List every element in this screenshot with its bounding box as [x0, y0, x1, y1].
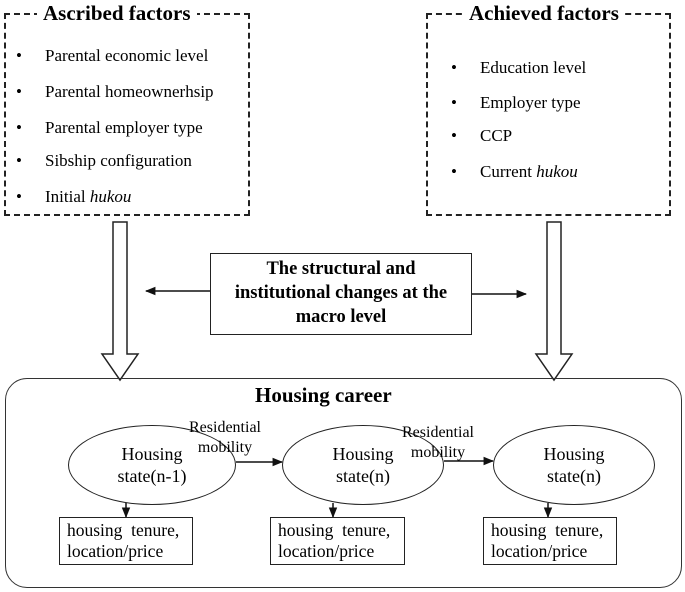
bullet: •	[451, 162, 457, 181]
factor-text: Sibship configuration	[45, 151, 192, 170]
housing-attribute-box: housing tenure, location/price	[270, 517, 405, 565]
attr-line-2: location/price	[491, 541, 588, 561]
macro-changes-box: The structural and institutional changes…	[210, 253, 472, 335]
mobility-line-2: mobility	[410, 444, 466, 461]
bullet: •	[451, 58, 457, 77]
bullet: •	[451, 126, 457, 145]
factor-italic: hukou	[536, 162, 578, 181]
mobility-label: Residential mobility	[395, 423, 481, 463]
housing-career-container	[5, 378, 682, 588]
factor-text: Education level	[480, 58, 587, 77]
bullet: •	[16, 151, 22, 170]
state-line-2: state(n)	[336, 466, 390, 486]
macro-line-1: The structural and	[266, 259, 416, 279]
mobility-line-1: Residential	[189, 419, 261, 436]
state-line-1: Housing	[121, 444, 183, 464]
housing-state-node: Housing state(n-1)	[68, 425, 236, 505]
macro-line-2: institutional changes at the	[234, 283, 448, 303]
achieved-factors-title: Achieved factors	[463, 1, 625, 26]
attr-line-2: location/price	[278, 541, 375, 561]
achieved-factors-box	[426, 13, 671, 216]
factor-text: Parental employer type	[45, 118, 203, 137]
ascribed-factors-title: Ascribed factors	[37, 1, 197, 26]
housing-attribute-box: housing tenure, location/price	[483, 517, 617, 565]
state-line-2: state(n-1)	[117, 466, 187, 486]
housing-state-node: Housing state(n)	[282, 425, 444, 505]
bullet: •	[451, 93, 457, 112]
achieved-down-arrow	[534, 221, 574, 382]
state-line-2: state(n)	[547, 466, 601, 486]
mobility-label: Residential mobility	[182, 418, 268, 458]
bullet: •	[16, 46, 22, 65]
bullet: •	[16, 187, 22, 206]
factor-italic: hukou	[89, 187, 132, 206]
attr-line-2: location/price	[67, 541, 164, 561]
state-line-1: Housing	[543, 444, 605, 464]
bullet: •	[16, 118, 22, 137]
factor-text: CCP	[480, 126, 513, 145]
ascribed-factors-box	[4, 13, 250, 216]
macro-line-3: macro level	[295, 307, 387, 327]
factor-text: Employer type	[480, 93, 581, 112]
state-line-1: Housing	[332, 444, 394, 464]
mobility-line-1: Residential	[402, 424, 474, 441]
bullet: •	[16, 82, 22, 101]
housing-career-title: Housing career	[255, 383, 392, 407]
housing-state-node: Housing state(n)	[493, 425, 655, 505]
factor-text: Parental homeownerhsip	[45, 82, 214, 101]
ascribed-down-arrow	[100, 221, 140, 382]
attr-line-1: housing tenure,	[491, 520, 604, 540]
housing-attribute-box: housing tenure, location/price	[59, 517, 193, 565]
attr-line-1: housing tenure,	[67, 520, 180, 540]
mobility-line-2: mobility	[197, 439, 253, 456]
factor-text: Current	[480, 162, 537, 181]
factor-text: Initial	[45, 187, 90, 206]
factor-text: Parental economic level	[45, 46, 209, 65]
attr-line-1: housing tenure,	[278, 520, 391, 540]
